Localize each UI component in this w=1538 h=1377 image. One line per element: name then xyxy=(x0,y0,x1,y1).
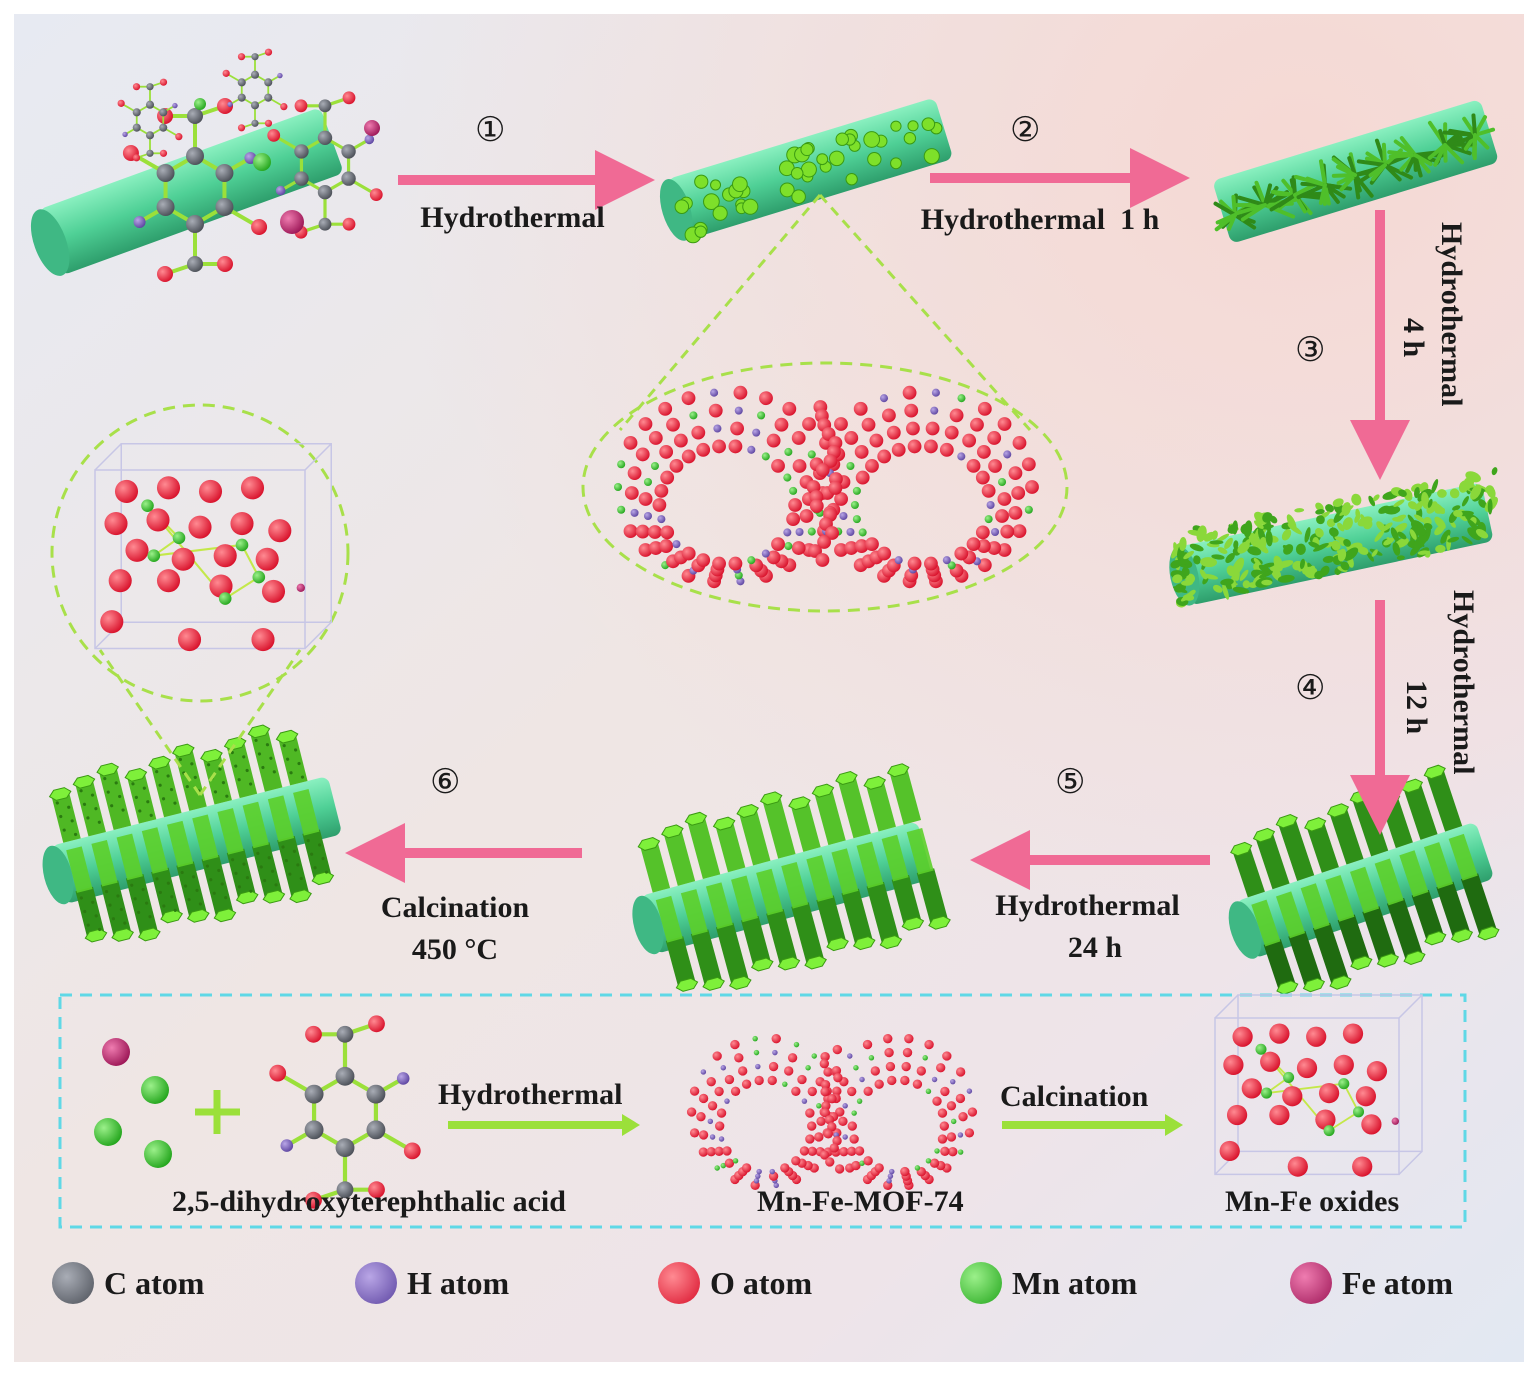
rod-1h xyxy=(1213,100,1498,242)
mof-zoom-callout xyxy=(581,194,1069,613)
oxide-zoom-callout xyxy=(50,403,350,796)
step-2-number: ② xyxy=(1010,112,1041,149)
step-6-number: ⑥ xyxy=(430,764,461,801)
precursor-rod xyxy=(30,109,342,276)
rod-calcined xyxy=(42,724,341,943)
step-4-number: ④ xyxy=(1295,670,1326,707)
legend-fe-atom: Fe atom xyxy=(1290,1262,1453,1304)
rod-12h xyxy=(1228,764,1500,995)
rod-4h xyxy=(1169,467,1498,608)
step-5-number: ⑤ xyxy=(1055,764,1086,801)
legend-fe-label: Fe atom xyxy=(1342,1264,1454,1301)
legend-mn-label: Mn atom xyxy=(1012,1264,1138,1301)
oxide-structure xyxy=(1214,994,1423,1177)
scheme-box xyxy=(58,993,1467,1229)
reagent-label: 2,5-dihydroxyterephthalic acid xyxy=(172,1185,566,1218)
hydrothermal-label: Hydrothermal xyxy=(438,1078,623,1111)
step-1-number: ① xyxy=(475,112,506,149)
rod-24h xyxy=(632,763,951,992)
step-5-time: 24 h xyxy=(1067,931,1123,964)
o-atom-icon xyxy=(658,1262,700,1304)
legend-h-atom: H atom xyxy=(355,1262,509,1304)
step-4-time: 12 h xyxy=(1400,680,1433,735)
fe-atom-icon xyxy=(1290,1262,1332,1304)
step-3-condition: Hydrothermal xyxy=(1435,222,1468,407)
linker-molecule xyxy=(269,1015,421,1209)
legend-o-atom: O atom xyxy=(658,1262,812,1304)
arrow-hydrothermal xyxy=(448,1114,640,1136)
legend-c-label: C atom xyxy=(104,1264,205,1301)
mof-structure xyxy=(686,1033,978,1191)
plus-sign xyxy=(195,1090,240,1134)
rod-seeded xyxy=(659,99,952,244)
step-5-condition: Hydrothermal xyxy=(995,889,1180,922)
step-1-condition: Hydrothermal xyxy=(420,201,605,234)
c-atom-icon xyxy=(52,1262,94,1304)
step-3-time: 4 h xyxy=(1397,318,1430,358)
mn-atom-icon xyxy=(960,1262,1002,1304)
legend-o-label: O atom xyxy=(710,1264,813,1301)
h-atom-icon xyxy=(355,1262,397,1304)
calcination-label: Calcination xyxy=(1000,1080,1149,1113)
arrow-calcination xyxy=(1002,1114,1183,1136)
oxide-label: Mn-Fe oxides xyxy=(1225,1185,1400,1218)
metal-ions xyxy=(94,1038,172,1168)
legend-mn-atom: Mn atom xyxy=(960,1262,1137,1304)
step-6-temperature: 450 °C xyxy=(411,933,499,966)
step-6-condition: Calcination xyxy=(380,891,530,924)
background-glow xyxy=(14,14,1524,1362)
mof-label: Mn-Fe-MOF-74 xyxy=(757,1185,964,1218)
step-3-number: ③ xyxy=(1295,332,1326,369)
legend-c-atom: C atom xyxy=(52,1262,204,1304)
legend-h-label: H atom xyxy=(407,1264,510,1301)
step-2-condition: Hydrothermal 1 h xyxy=(920,203,1160,236)
step-4-condition: Hydrothermal xyxy=(1447,590,1480,775)
linker-molecules xyxy=(117,48,383,282)
